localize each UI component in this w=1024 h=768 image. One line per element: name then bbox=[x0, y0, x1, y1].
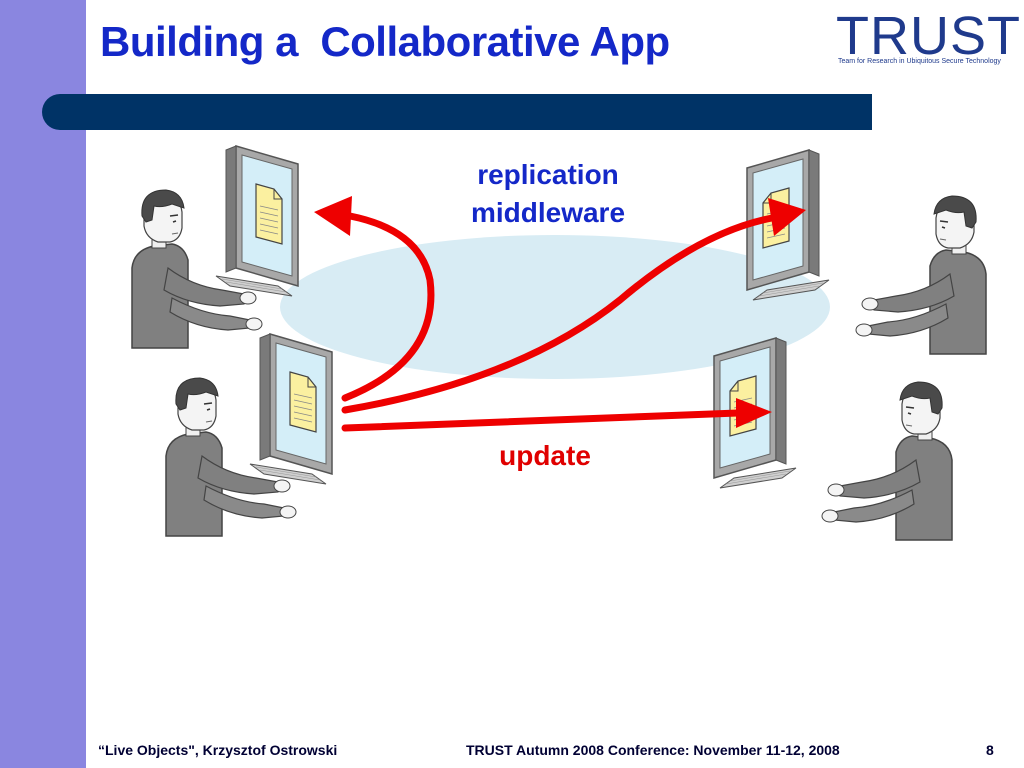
trust-logo: TRUST Team for Research in Ubiquitous Se… bbox=[832, 6, 1020, 72]
arrowhead-bottom-right bbox=[736, 398, 772, 428]
arrow-to-top-left bbox=[341, 212, 435, 402]
logo-word: TRUST bbox=[836, 6, 1021, 66]
footer-conference: TRUST Autumn 2008 Conference: November 1… bbox=[466, 742, 840, 758]
arrowhead-top-right bbox=[768, 198, 806, 236]
arrow-to-bottom-right bbox=[341, 409, 742, 432]
footer-author: “Live Objects", Krzysztof Ostrowski bbox=[98, 742, 338, 758]
middleware-label-text: replication middleware bbox=[470, 159, 626, 228]
arrow-to-top-right bbox=[341, 214, 776, 414]
user-workstation-top-left bbox=[131, 145, 299, 349]
slide-title: Building a Collaborative App bbox=[100, 18, 670, 65]
update-arrows bbox=[341, 212, 776, 432]
user-workstation-bottom-left bbox=[165, 333, 333, 537]
arrowheads bbox=[314, 196, 806, 428]
title-rule bbox=[42, 94, 872, 130]
middleware-label: replication middleware bbox=[430, 156, 666, 232]
logo-tagline: Team for Research in Ubiquitous Secure T… bbox=[838, 58, 1001, 65]
user-workstation-bottom-right bbox=[713, 337, 953, 541]
update-label: update bbox=[499, 440, 591, 471]
arrowhead-top-left bbox=[314, 196, 352, 236]
footer-page-number: 8 bbox=[986, 742, 994, 758]
